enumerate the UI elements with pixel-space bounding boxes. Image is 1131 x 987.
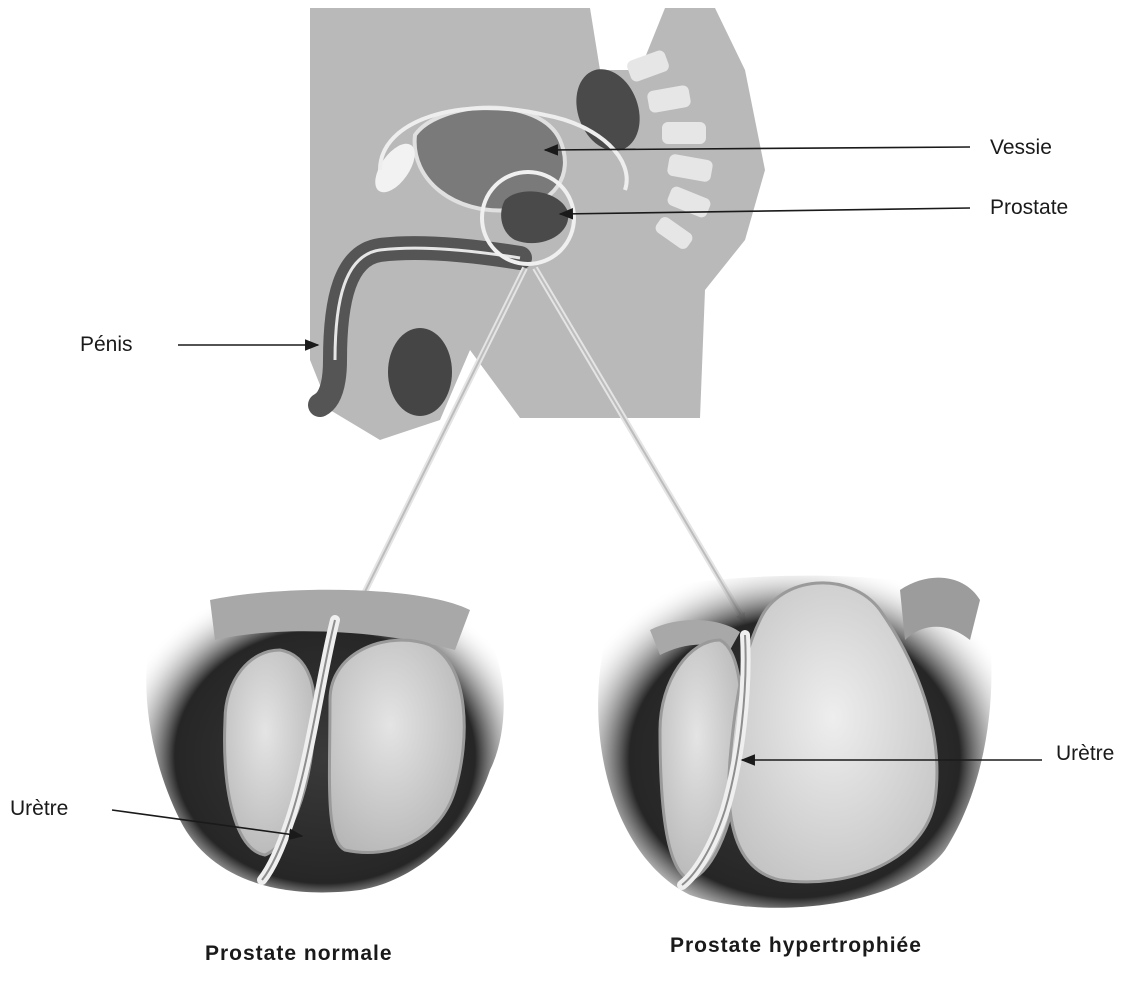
pelvis-section (310, 8, 765, 440)
label-penis: Pénis (80, 333, 133, 357)
normal-prostate (146, 590, 503, 893)
label-uretre-left: Urètre (10, 797, 68, 821)
caption-normal: Prostate normale (205, 942, 393, 966)
caption-enlarged: Prostate hypertrophiée (670, 934, 922, 958)
testicle (388, 328, 452, 416)
label-prostate: Prostate (990, 196, 1068, 220)
label-vessie: Vessie (990, 136, 1052, 160)
label-uretre-right: Urètre (1056, 742, 1114, 766)
enlarged-prostate (598, 576, 991, 908)
